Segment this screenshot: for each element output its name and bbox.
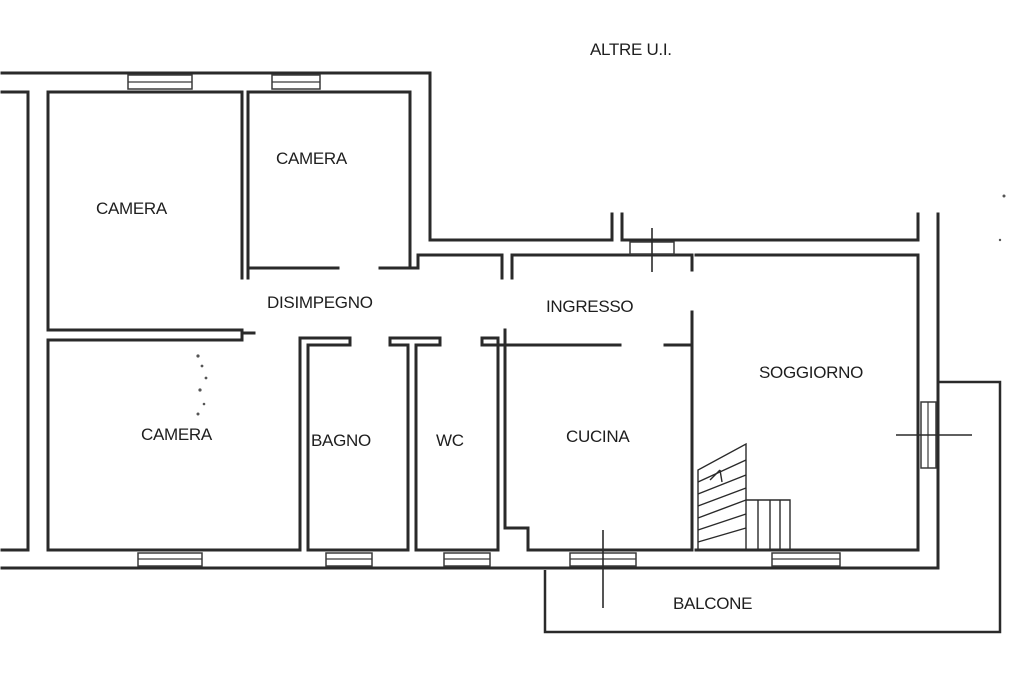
wall-camera-bottom xyxy=(46,331,302,552)
window-soggiorno-bottom xyxy=(771,552,841,567)
window-bagno xyxy=(325,552,373,567)
interior-walls xyxy=(46,90,920,552)
window-camera-bottom xyxy=(137,552,203,567)
left-edge-wall xyxy=(0,90,30,552)
windows xyxy=(127,74,937,567)
wall-camera-large xyxy=(46,90,244,332)
cross-markers xyxy=(602,228,972,608)
window-wc xyxy=(443,552,491,567)
label-balcone: BALCONE xyxy=(673,594,753,613)
wall-bagno xyxy=(298,336,442,552)
label-camera-bottom: CAMERA xyxy=(141,425,212,444)
window-camera-small xyxy=(271,74,321,90)
label-camera-small: CAMERA xyxy=(276,149,347,168)
wall-camera-small xyxy=(246,90,412,280)
label-wc: WC xyxy=(436,431,464,450)
outer-wall-top-left xyxy=(0,71,614,242)
wall-corridor-top xyxy=(408,253,504,280)
wall-ingresso-top xyxy=(510,253,694,280)
window-camera-large xyxy=(127,74,193,90)
outer-wall-right xyxy=(0,212,940,570)
label-disimpegno: DISIMPEGNO xyxy=(267,293,373,312)
label-camera-large: CAMERA xyxy=(96,199,167,218)
wall-soggiorno-top xyxy=(694,253,920,552)
outer-walls xyxy=(0,71,940,570)
scan-specks xyxy=(196,194,1006,416)
outer-wall-top-right xyxy=(620,212,920,242)
label-other-units: ALTRE U.I. xyxy=(590,40,672,59)
wall-cucina xyxy=(503,310,694,552)
label-cucina: CUCINA xyxy=(566,427,630,446)
balcony-outline xyxy=(543,380,1002,634)
staircase xyxy=(697,442,791,550)
label-soggiorno: SOGGIORNO xyxy=(759,363,864,382)
label-bagno: BAGNO xyxy=(311,431,371,450)
label-ingresso: INGRESSO xyxy=(546,297,634,316)
